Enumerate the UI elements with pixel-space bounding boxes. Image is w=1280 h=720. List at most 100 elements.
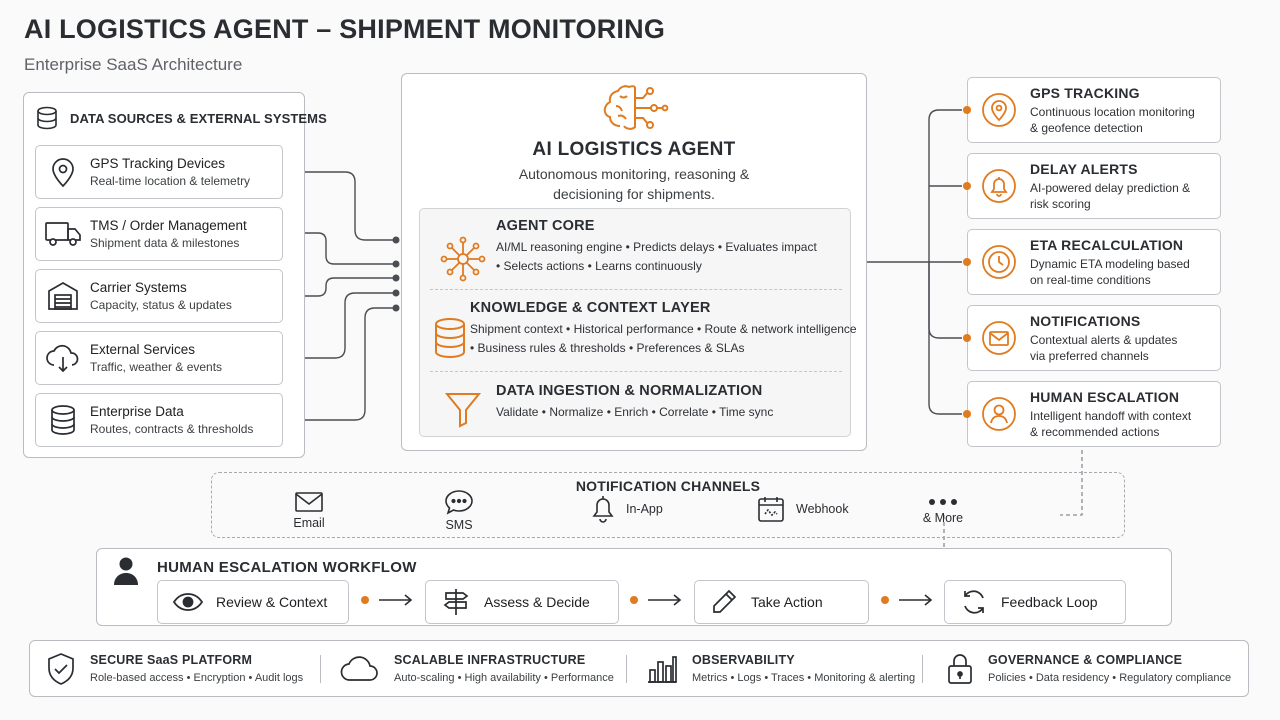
brain-network-icon bbox=[598, 82, 670, 134]
workflow-arrow bbox=[361, 594, 415, 606]
clock-icon bbox=[968, 230, 1030, 294]
source-title: External Services bbox=[90, 342, 196, 357]
workflow-arrow bbox=[881, 594, 935, 606]
output-line: Contextual alerts & updates bbox=[1030, 332, 1178, 347]
step-label: Take Action bbox=[751, 594, 823, 610]
calendar-webhook-icon bbox=[756, 494, 786, 524]
output-title: HUMAN ESCALATION bbox=[1030, 388, 1180, 405]
channel-label: SMS bbox=[445, 518, 473, 532]
workflow-arrow bbox=[630, 594, 684, 606]
workflow-step-feedback-loop[interactable]: Feedback Loop bbox=[944, 580, 1126, 624]
shield-check-icon bbox=[46, 652, 76, 686]
platform-bar bbox=[29, 640, 1249, 697]
database-icon bbox=[36, 394, 90, 446]
layer-line: Validate • Normalize • Enrich • Correlat… bbox=[496, 405, 774, 419]
arrow-right-icon bbox=[648, 594, 682, 606]
bar-chart-icon bbox=[646, 654, 678, 684]
source-external-services[interactable]: External Services Traffic, weather & eve… bbox=[35, 331, 283, 385]
channel-label: In-App bbox=[626, 502, 663, 516]
source-desc: Real-time location & telemetry bbox=[90, 174, 251, 188]
location-pin-icon bbox=[968, 78, 1030, 142]
layer-knowledge-context[interactable]: KNOWLEDGE & CONTEXT LAYER Shipment conte… bbox=[430, 300, 857, 366]
connector-dot bbox=[963, 106, 971, 114]
chat-bubble-icon bbox=[444, 489, 474, 515]
connector-dot bbox=[963, 410, 971, 418]
output-line: & geofence detection bbox=[1030, 120, 1143, 135]
cloud-icon bbox=[36, 332, 90, 384]
platform-divider bbox=[320, 655, 321, 683]
output-line: & recommended actions bbox=[1030, 424, 1160, 439]
platform-observability[interactable]: OBSERVABILITY Metrics • Logs • Traces • … bbox=[646, 640, 915, 697]
arrow-right-icon bbox=[379, 594, 413, 606]
platform-desc: Metrics • Logs • Traces • Monitoring & a… bbox=[692, 672, 916, 684]
output-title: NOTIFICATIONS bbox=[1030, 312, 1141, 329]
output-gps-tracking[interactable]: GPS TRACKING Continuous location monitor… bbox=[967, 77, 1221, 143]
eye-icon bbox=[172, 592, 204, 612]
platform-secure-saas[interactable]: SECURE SaaS PLATFORM Role-based access •… bbox=[46, 640, 303, 697]
connector-dot bbox=[963, 182, 971, 190]
source-desc: Routes, contracts & thresholds bbox=[90, 422, 254, 436]
source-title: TMS / Order Management bbox=[90, 218, 247, 233]
platform-divider bbox=[922, 655, 923, 683]
channel-webhook[interactable]: Webhook bbox=[756, 494, 849, 524]
output-delay-alerts[interactable]: DELAY ALERTS AI-powered delay prediction… bbox=[967, 153, 1221, 219]
channel-label: Webhook bbox=[796, 502, 849, 516]
source-enterprise-data[interactable]: Enterprise Data Routes, contracts & thre… bbox=[35, 393, 283, 447]
source-gps-tracking-devices[interactable]: GPS Tracking Devices Real-time location … bbox=[35, 145, 283, 199]
platform-governance-compliance[interactable]: GOVERNANCE & COMPLIANCE Policies • Data … bbox=[946, 640, 1231, 697]
platform-desc: Policies • Data residency • Regulatory c… bbox=[988, 672, 1232, 684]
platform-divider bbox=[626, 655, 627, 683]
layer-title: DATA INGESTION & NORMALIZATION bbox=[496, 383, 763, 399]
source-tms-order-management[interactable]: TMS / Order Management Shipment data & m… bbox=[35, 207, 283, 261]
connector-dot bbox=[963, 258, 971, 266]
connector-dot bbox=[963, 334, 971, 342]
location-pin-icon bbox=[36, 146, 90, 198]
source-carrier-systems[interactable]: Carrier Systems Capacity, status & updat… bbox=[35, 269, 283, 323]
envelope-icon bbox=[968, 306, 1030, 370]
truck-icon bbox=[36, 208, 90, 260]
output-line: Continuous location monitoring bbox=[1030, 104, 1195, 119]
output-notifications[interactable]: NOTIFICATIONS Contextual alerts & update… bbox=[967, 305, 1221, 371]
channel-email[interactable]: Email bbox=[284, 491, 334, 530]
hub-network-icon bbox=[430, 218, 496, 290]
data-sources-heading: DATA SOURCES & EXTERNAL SYSTEMS bbox=[34, 104, 327, 132]
layer-title: AGENT CORE bbox=[496, 218, 595, 234]
output-title: GPS TRACKING bbox=[1030, 84, 1140, 101]
output-line: via preferred channels bbox=[1030, 348, 1149, 363]
channel-more[interactable]: & More bbox=[913, 496, 973, 525]
lock-icon bbox=[946, 653, 974, 685]
notification-channels-title: NOTIFICATION CHANNELS bbox=[575, 478, 761, 494]
layer-line: Shipment context • Historical performanc… bbox=[470, 322, 857, 336]
layer-data-ingestion[interactable]: DATA INGESTION & NORMALIZATION Validate … bbox=[430, 383, 842, 433]
layer-line: • Selects actions • Learns continuously bbox=[496, 259, 702, 273]
output-eta-recalculation[interactable]: ETA RECALCULATION Dynamic ETA modeling b… bbox=[967, 229, 1221, 295]
agent-desc-line: Autonomous monitoring, reasoning & bbox=[518, 166, 750, 182]
platform-scalable-infrastructure[interactable]: SCALABLE INFRASTRUCTURE Auto-scaling • H… bbox=[340, 640, 614, 697]
person-icon bbox=[112, 555, 140, 587]
platform-title: SECURE SaaS PLATFORM bbox=[90, 653, 253, 667]
workflow-step-take-action[interactable]: Take Action bbox=[694, 580, 869, 624]
workflow-step-review-context[interactable]: Review & Context bbox=[157, 580, 349, 624]
source-title: Carrier Systems bbox=[90, 280, 187, 295]
layer-line: • Business rules & thresholds • Preferen… bbox=[470, 341, 745, 355]
output-line: Intelligent handoff with context bbox=[1030, 408, 1192, 423]
channel-sms[interactable]: SMS bbox=[434, 489, 484, 532]
ellipsis-icon bbox=[927, 496, 959, 508]
envelope-icon bbox=[294, 491, 324, 513]
output-human-escalation[interactable]: HUMAN ESCALATION Intelligent handoff wit… bbox=[967, 381, 1221, 447]
layer-title: KNOWLEDGE & CONTEXT LAYER bbox=[470, 300, 711, 316]
channel-in-app[interactable]: In-App bbox=[590, 494, 663, 524]
layer-divider bbox=[430, 371, 842, 372]
agent-description: Autonomous monitoring, reasoning & decis… bbox=[450, 164, 818, 204]
layer-agent-core[interactable]: AGENT CORE AI/ML reasoning engine • Pred… bbox=[430, 218, 842, 290]
platform-desc: Auto-scaling • High availability • Perfo… bbox=[394, 672, 614, 684]
arrow-dot bbox=[630, 596, 638, 604]
data-sources-title: DATA SOURCES & EXTERNAL SYSTEMS bbox=[70, 110, 327, 126]
agent-title: AI LOGISTICS AGENT bbox=[532, 139, 736, 160]
arrow-right-icon bbox=[899, 594, 933, 606]
database-icon bbox=[34, 105, 60, 131]
platform-desc: Role-based access • Encryption • Audit l… bbox=[90, 672, 304, 684]
source-desc: Capacity, status & updates bbox=[90, 298, 232, 312]
source-title: Enterprise Data bbox=[90, 404, 184, 419]
workflow-step-assess-decide[interactable]: Assess & Decide bbox=[425, 580, 619, 624]
